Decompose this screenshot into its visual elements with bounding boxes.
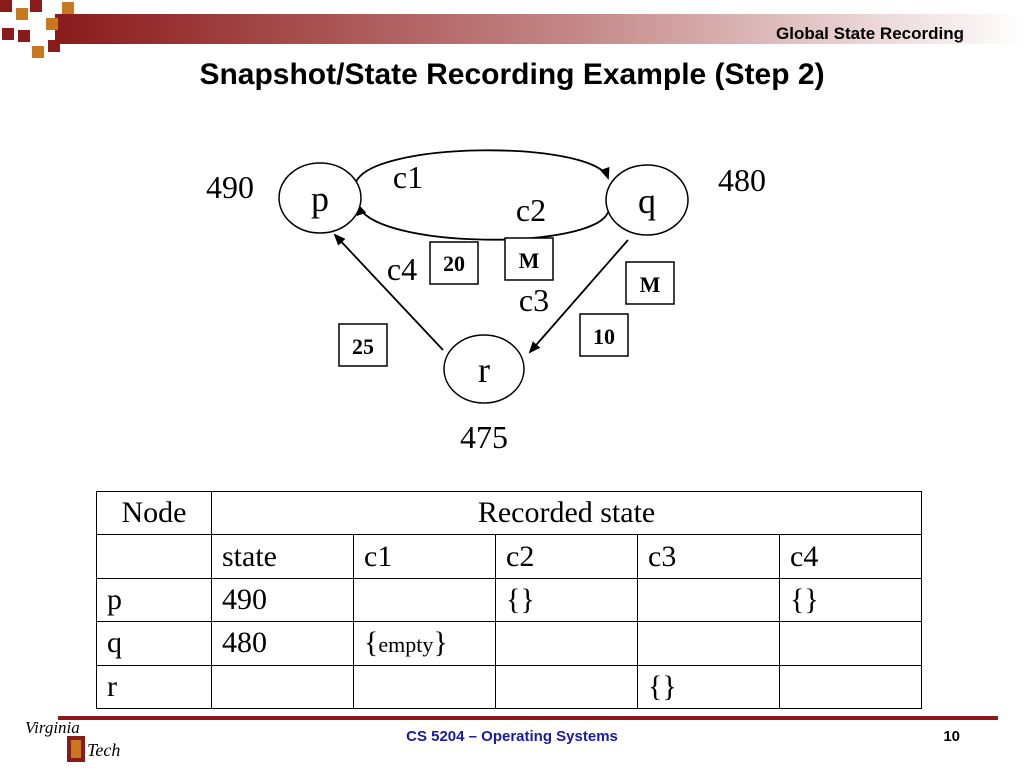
channel-c2-arrow [356,203,609,241]
row-c1 [353,664,496,710]
footer-course-title: CS 5204 – Operating Systems [406,728,618,745]
row-node: p [96,577,212,623]
row-state: 490 [211,577,354,623]
message-20-label: 20 [443,251,465,276]
row-c2: {} [495,577,638,623]
table-row: r {} [96,664,923,710]
row-c4: {} [778,577,923,623]
table-row: p 490 {} {} [96,577,923,623]
channel-c1-arrow [354,149,610,186]
message-box-20: 20 [429,241,479,285]
node-r: r [443,334,525,404]
channel-c1-label: c1 [393,159,423,195]
message-box-m-c3: M [625,261,675,305]
page-number: 10 [943,728,960,745]
logo-text-top: Virginia [25,718,80,737]
subheader-cell [96,534,212,579]
message-m-c3-label: M [640,272,661,297]
recorded-state-table: Node Recorded state state c1 c2 c3 c4 p … [96,490,923,710]
node-r-label: r [478,350,490,390]
subheader-cell: c4 [778,534,923,579]
node-p: p [278,162,362,234]
state-diagram: p q r 490 480 475 c1 c2 c3 c4 20 M M 10 … [206,149,766,455]
section-title: Global State Recording [776,24,964,43]
brace-open: { [364,626,379,660]
table-row: q 480 {empty} [96,621,923,666]
row-c2 [495,664,638,710]
row-state [211,664,354,710]
header-recorded-state: Recorded state [210,490,923,536]
row-c4 [778,621,923,666]
header-band [0,0,1024,58]
header-node: Node [96,490,212,536]
message-25-label: 25 [352,334,374,359]
channel-c4-arrow [333,233,444,351]
virginia-tech-logo: Virginia Tech [25,718,120,762]
node-q-value: 480 [718,162,766,198]
row-c2 [495,621,638,666]
subheader-cell: c3 [637,534,780,579]
slide-title: Snapshot/State Recording Example (Step 2… [199,58,825,91]
node-p-value: 490 [206,169,254,205]
subheader-cell: c2 [495,534,638,579]
footer-rule [58,716,998,720]
channel-c3-label: c3 [519,282,549,318]
table-header-row: Node Recorded state [96,490,923,536]
empty-label: empty [378,632,434,658]
subheader-cell: c1 [353,534,496,579]
row-state: 480 [211,621,354,666]
channel-c3-arrow [528,239,629,354]
node-q: q [605,164,689,236]
row-node: r [96,664,212,710]
message-box-m-c2: M [504,237,554,281]
row-c3: {} [637,664,780,710]
row-c1 [353,577,496,623]
message-box-25: 25 [338,323,388,367]
row-c1: {empty} [353,621,496,666]
channel-c4-label: c4 [387,251,417,287]
node-q-label: q [638,181,656,221]
brace-close: } [433,626,448,660]
node-p-label: p [311,179,329,219]
message-box-10: 10 [579,313,629,357]
message-10-label: 10 [593,324,615,349]
message-m-c2-label: M [519,248,540,273]
row-c4 [778,664,923,710]
channel-c2-label: c2 [516,192,546,228]
table-subheader-row: state c1 c2 c3 c4 [96,534,923,579]
row-c3 [637,621,780,666]
subheader-cell: state [211,534,354,579]
node-r-value: 475 [460,419,508,455]
logo-text-bottom: Tech [87,740,120,760]
row-c3 [637,577,780,623]
row-node: q [96,621,212,666]
